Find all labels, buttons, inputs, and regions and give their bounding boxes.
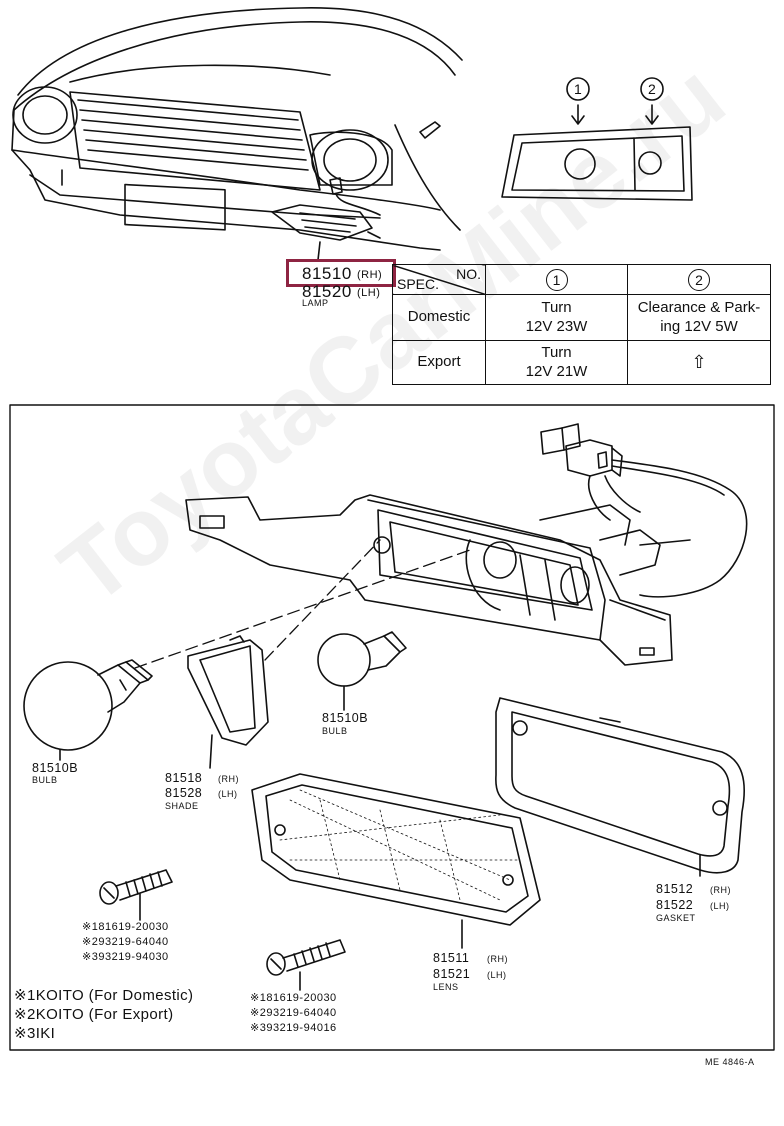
screw-right-part-1: ※181619-20030 xyxy=(250,992,337,1004)
bulb-left-number: 81510B xyxy=(32,761,79,775)
screw-left-part-1: ※181619-20030 xyxy=(82,921,169,933)
lamp-face-diagram xyxy=(501,77,693,201)
screw-right-part-2: ※293219-64040 xyxy=(250,1007,337,1019)
screw-right xyxy=(266,939,346,991)
column-2-marker: 2 xyxy=(688,268,710,291)
row-label-export: Export xyxy=(392,340,486,385)
part-side-rh: (RH) xyxy=(357,269,383,281)
car-front-illustration xyxy=(11,7,463,261)
lens-side-lh: (LH) xyxy=(487,970,507,980)
export-turn-line2: 12V 21W xyxy=(525,362,588,380)
gasket-name: GASKET xyxy=(656,913,696,923)
lamp-housing xyxy=(185,494,691,666)
marker-2-label: 2 xyxy=(648,81,656,97)
table-row-export: Export Turn 12V 21W ⇧ xyxy=(392,340,771,385)
export-turn-spec: Turn 12V 21W xyxy=(485,340,628,385)
export-turn-line1: Turn xyxy=(541,343,572,361)
lens-number-rh: 81511 xyxy=(433,951,470,965)
bulb-spec-table: NO. SPEC. 1 2 Domestic Turn 12V 23W Clea… xyxy=(392,264,771,385)
bulb-right-name: BULB xyxy=(322,726,348,736)
shade-part xyxy=(187,635,269,769)
note-iki: ※3IKI xyxy=(14,1025,56,1042)
gasket-number-lh: 81522 xyxy=(656,898,694,912)
domestic-clearance-line2: ing 12V 5W xyxy=(660,317,738,335)
shade-number-rh: 81518 xyxy=(165,771,203,785)
column-1-marker: 1 xyxy=(545,268,568,291)
bulb-left-name: BULB xyxy=(32,775,58,785)
table-row-domestic: Domestic Turn 12V 23W Clearance & Park- … xyxy=(392,294,771,341)
domestic-turn-line1: Turn xyxy=(541,298,572,316)
domestic-clearance-line1: Clearance & Park- xyxy=(637,298,761,316)
gasket-side-lh: (LH) xyxy=(710,901,730,911)
lens-part xyxy=(251,773,541,949)
domestic-turn-spec: Turn 12V 23W xyxy=(485,294,628,341)
screw-right-part-3: ※393219-94016 xyxy=(250,1022,337,1034)
part-number-rh: 81510 xyxy=(302,264,352,283)
gasket-part xyxy=(495,697,745,877)
shade-name: SHADE xyxy=(165,801,199,811)
screw-left xyxy=(99,869,173,921)
wiring-connector xyxy=(540,423,748,598)
gasket-side-rh: (RH) xyxy=(710,885,731,895)
column-2-header: 2 xyxy=(627,264,771,295)
lens-name: LENS xyxy=(433,982,459,992)
domestic-clearance-spec: Clearance & Park- ing 12V 5W xyxy=(627,294,771,341)
figure-code: ME 4846-A xyxy=(705,1057,755,1067)
part-number-lh: 81520 xyxy=(302,282,352,301)
note-koito-export: ※2KOITO (For Export) xyxy=(14,1006,174,1023)
bulb-right-number: 81510B xyxy=(322,711,369,725)
shade-side-rh: (RH) xyxy=(218,774,239,784)
part-side-lh: (LH) xyxy=(357,287,381,299)
part-name-lamp: LAMP xyxy=(302,298,329,308)
shade-number-lh: 81528 xyxy=(165,786,203,800)
bulb-right xyxy=(317,631,407,711)
lens-number-lh: 81521 xyxy=(433,967,471,981)
table-corner-cell: NO. SPEC. xyxy=(392,264,486,295)
gasket-number-rh: 81512 xyxy=(656,882,694,896)
shade-side-lh: (LH) xyxy=(218,789,238,799)
export-same-as-above-icon: ⇧ xyxy=(627,340,771,385)
column-1-header: 1 xyxy=(485,264,628,295)
bulb-left xyxy=(23,659,153,761)
screw-left-part-2: ※293219-64040 xyxy=(82,936,169,948)
spec-header: SPEC. xyxy=(397,275,440,292)
row-label-domestic: Domestic xyxy=(392,294,486,341)
marker-1-label: 1 xyxy=(574,81,582,97)
no-header: NO. xyxy=(456,266,481,282)
note-koito-domestic: ※1KOITO (For Domestic) xyxy=(14,987,194,1004)
screw-left-part-3: ※393219-94030 xyxy=(82,951,169,963)
same-as-above-arrow-icon: ⇧ xyxy=(691,352,707,373)
lens-side-rh: (RH) xyxy=(487,954,508,964)
domestic-turn-line2: 12V 23W xyxy=(525,317,588,335)
